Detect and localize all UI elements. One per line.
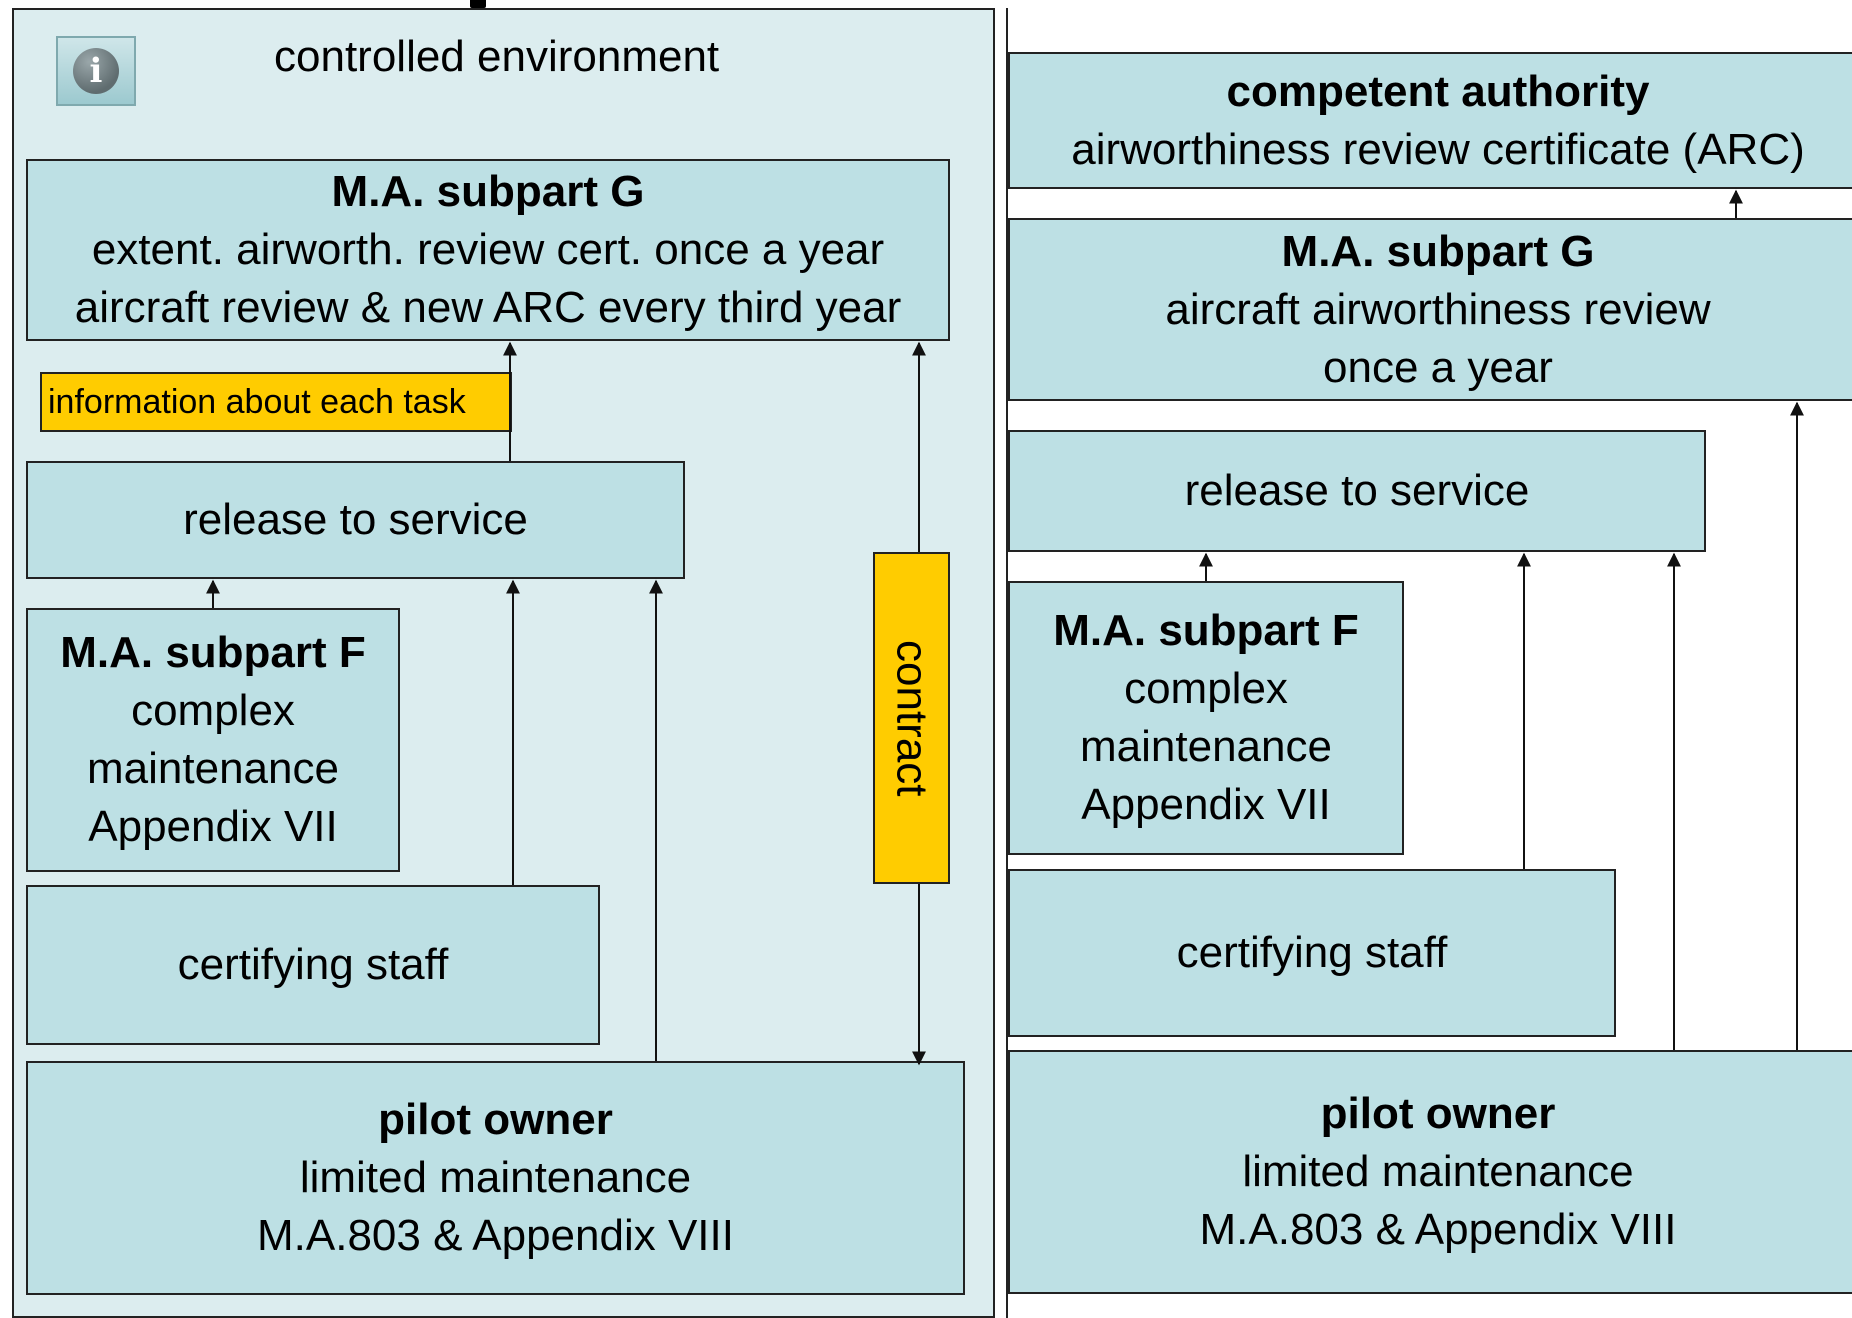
right-subpart-f-line-1: complex [1124,664,1288,713]
left-subpart-f-line-1: complex [131,686,295,735]
right-release-box: release to service [1008,430,1706,552]
left-subpart-f-line-3: Appendix VII [88,802,338,851]
authority-line: airworthiness review certificate (ARC) [1071,124,1805,174]
info-task-label: information about each task [48,383,466,421]
right-pilot-line-2: M.A.803 & Appendix VIII [1199,1205,1677,1254]
left-certifying-box: certifying staff [26,885,600,1045]
left-subpart-f-box: M.A. subpart F complex maintenance Appen… [26,608,400,872]
left-certifying-label: certifying staff [177,940,449,989]
left-subpart-g-title: M.A. subpart G [331,167,645,216]
right-pilot-title: pilot owner [1320,1089,1556,1138]
info-icon[interactable]: i [56,36,136,106]
right-certifying-label: certifying staff [1176,928,1448,977]
authority-title: competent authority [1226,66,1650,116]
left-release-box: release to service [26,461,685,579]
left-subpart-f-line-2: maintenance [87,744,339,793]
left-subpart-f-title: M.A. subpart F [60,628,366,677]
left-subpart-g-line-2: aircraft review & new ARC every third ye… [74,283,902,332]
right-subpart-f-line-2: maintenance [1080,722,1332,771]
left-pilot-line-2: M.A.803 & Appendix VIII [257,1211,734,1260]
left-pilot-line-1: limited maintenance [299,1153,692,1202]
right-subpart-f-title: M.A. subpart F [1053,606,1359,655]
right-subpart-f-line-3: Appendix VII [1081,780,1331,829]
right-subpart-g-title: M.A. subpart G [1281,226,1595,276]
right-release-label: release to service [1184,466,1530,515]
contract-box: contract [873,552,950,884]
left-pilot-title: pilot owner [378,1095,613,1144]
info-task-label-box: information about each task [40,372,512,432]
left-subpart-g-line-1: extent. airworth. review cert. once a ye… [91,225,885,274]
clipped-title-fragment [464,0,544,16]
left-release-label: release to service [183,495,528,544]
right-pilot-line-1: limited maintenance [1242,1147,1634,1196]
contract-label: contract [887,639,937,797]
environment-label: controlled environment [274,32,720,81]
left-pilot-box: pilot owner limited maintenance M.A.803 … [26,1061,965,1295]
right-subpart-f-box: M.A. subpart F complex maintenance Appen… [1008,581,1404,855]
right-subpart-g-line-2: once a year [1323,342,1553,392]
authority-box: competent authority airworthiness review… [1008,52,1852,189]
right-pilot-box: pilot owner limited maintenance M.A.803 … [1008,1050,1852,1294]
right-subpart-g-line-1: aircraft airworthiness review [1165,284,1711,334]
left-subpart-g-box: M.A. subpart G extent. airworth. review … [26,159,950,341]
right-subpart-g-box: M.A. subpart G aircraft airworthiness re… [1008,218,1852,401]
right-certifying-box: certifying staff [1008,869,1616,1037]
